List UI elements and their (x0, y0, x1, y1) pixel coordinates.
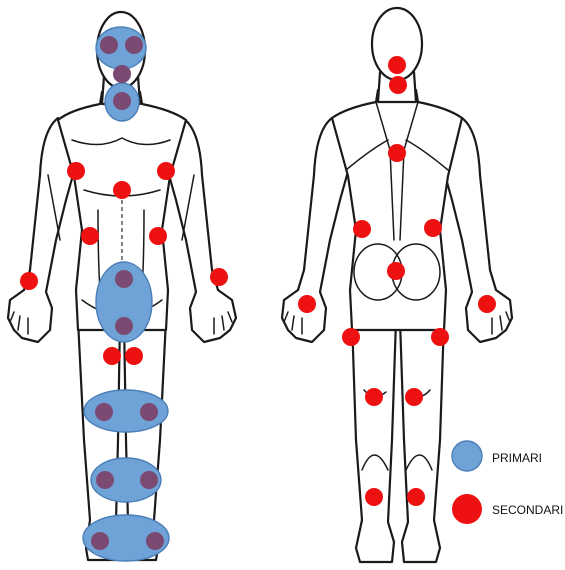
secondary-point-back-left-ankle (407, 488, 425, 506)
legend: PRIMARI SECONDARI (452, 441, 563, 524)
secondary-point-front-left-elbow (149, 227, 167, 245)
secondary-point-back-upper-neck (388, 56, 406, 74)
secondary-point-back-lower-neck (389, 76, 407, 94)
back-right-leg (352, 320, 396, 562)
overlap-point-left-knee (140, 403, 158, 421)
secondary-point-back-spine (388, 144, 406, 162)
secondary-point-left-thigh (125, 347, 143, 365)
overlap-point-right-eye (125, 36, 143, 54)
overlap-point-right-foot (91, 532, 109, 550)
secondary-point-front-right-shoulder (67, 162, 85, 180)
secondary-point-back-right-hand (298, 295, 316, 313)
overlap-point-left-shin (140, 471, 158, 489)
secondary-point-front-right-wrist (20, 272, 38, 290)
overlap-point-neck (113, 92, 131, 110)
legend-primary-swatch (452, 441, 482, 471)
overlap-point-right-knee (95, 403, 113, 421)
secondary-point-sternum (113, 181, 131, 199)
secondary-point-front-left-shoulder (157, 162, 175, 180)
secondary-point-front-left-wrist (210, 268, 228, 286)
overlap-point-right-shin (96, 471, 114, 489)
secondary-point-back-left-elbow (424, 219, 442, 237)
secondary-point-back-right-thigh (342, 328, 360, 346)
overlap-point-left-foot (146, 532, 164, 550)
secondary-point-back-right-elbow (353, 220, 371, 238)
overlap-point-left-eye (100, 36, 118, 54)
secondary-point-back-left-knee (405, 388, 423, 406)
back-torso (332, 90, 462, 330)
secondary-point-back-left-thigh (431, 328, 449, 346)
secondary-point-front-right-elbow (81, 227, 99, 245)
secondary-point-back-left-hand (478, 295, 496, 313)
back-left-leg (400, 320, 444, 562)
overlap-point-lower-abdomen (115, 270, 133, 288)
secondary-point-right-thigh (103, 347, 121, 365)
legend-secondary-swatch (452, 494, 482, 524)
secondary-point-back-right-ankle (365, 488, 383, 506)
secondary-point-back-right-knee (365, 388, 383, 406)
overlap-point-groin (115, 317, 133, 335)
overlap-point-mouth (113, 65, 131, 83)
legend-secondary-label: SECONDARI (492, 503, 563, 517)
legend-primary-label: PRIMARI (492, 451, 542, 465)
secondary-point-sacrum (387, 262, 405, 280)
